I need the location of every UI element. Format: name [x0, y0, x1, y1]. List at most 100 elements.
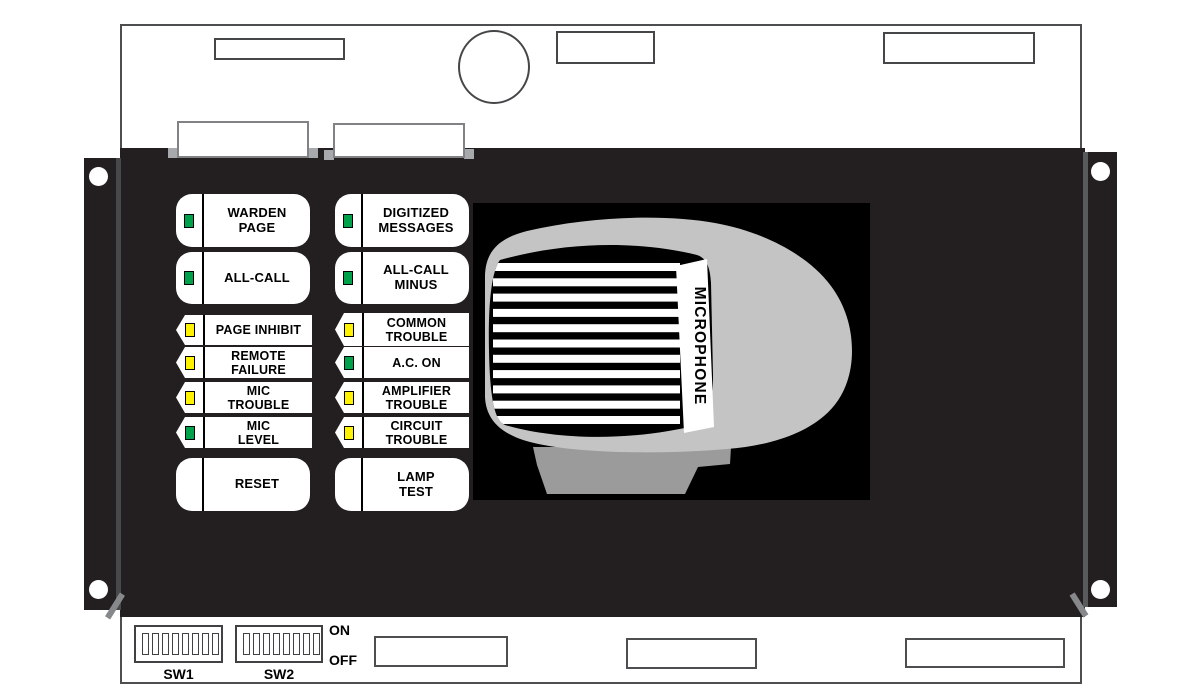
indicator-ac-on: A.C. ON	[335, 347, 469, 378]
button-label: DIGITIZED MESSAGES	[361, 194, 469, 247]
dip-switch-sw2[interactable]	[235, 625, 323, 663]
led-zone	[176, 194, 202, 247]
led-zone	[335, 194, 361, 247]
led-zone	[176, 315, 203, 345]
connector-tab-1	[177, 121, 309, 158]
dip-toggle[interactable]	[182, 633, 189, 655]
dip-toggle[interactable]	[253, 633, 260, 655]
indicator-label: A.C. ON	[362, 347, 469, 378]
button-all-call[interactable]: ALL-CALL	[176, 252, 310, 304]
cutout-rect-bottom-1	[374, 636, 508, 667]
button-label: RESET	[202, 458, 310, 511]
mounting-hole	[1091, 162, 1110, 181]
button-label: ALL-CALL	[202, 252, 310, 304]
yellow-led-icon	[343, 390, 354, 405]
dip-toggle[interactable]	[243, 633, 250, 655]
dip-toggle[interactable]	[162, 633, 169, 655]
green-led-icon	[343, 271, 353, 285]
sw2-label: SW2	[263, 666, 295, 682]
on-label: ON	[329, 622, 350, 638]
sw1-label: SW1	[163, 666, 194, 682]
button-warden-page[interactable]: WARDEN PAGE	[176, 194, 310, 247]
indicator-label: REMOTE FAILURE	[203, 347, 312, 378]
microphone-label: MICROPHONE	[691, 287, 708, 406]
yellow-led-icon	[184, 323, 195, 337]
dip-toggle[interactable]	[192, 633, 199, 655]
dip-toggle[interactable]	[263, 633, 270, 655]
dip-toggle[interactable]	[293, 633, 300, 655]
indicator-circuit-trouble: CIRCUIT TROUBLE	[335, 417, 469, 448]
circle-knockout	[458, 30, 530, 104]
mic-base	[533, 447, 731, 494]
dip-toggle[interactable]	[303, 633, 310, 655]
indicator-label: COMMON TROUBLE	[362, 313, 469, 346]
grille-stripes	[493, 263, 680, 424]
button-label: LAMP TEST	[361, 458, 469, 511]
mounting-hole	[89, 167, 108, 186]
tab-foot	[168, 148, 178, 158]
indicator-label: MIC TROUBLE	[203, 382, 312, 413]
dip-toggle[interactable]	[212, 633, 219, 655]
connector-tab-2	[333, 123, 465, 158]
button-label: ALL-CALL MINUS	[361, 252, 469, 304]
led-zone	[335, 382, 362, 413]
dip-toggle[interactable]	[172, 633, 179, 655]
green-led-icon	[343, 213, 353, 228]
indicator-label: PAGE INHIBIT	[203, 315, 312, 345]
button-reset[interactable]: RESET	[176, 458, 310, 511]
indicator-common-trouble: COMMON TROUBLE	[335, 313, 469, 346]
button-lamp-test[interactable]: LAMP TEST	[335, 458, 469, 511]
button-label: WARDEN PAGE	[202, 194, 310, 247]
button-all-call-minus[interactable]: ALL-CALL MINUS	[335, 252, 469, 304]
dip-toggle[interactable]	[152, 633, 159, 655]
yellow-led-icon	[343, 425, 354, 440]
led-zone	[176, 382, 203, 413]
dip-toggle[interactable]	[313, 633, 320, 655]
cutout-rect-top-left	[214, 38, 345, 60]
led-zone	[335, 347, 362, 378]
green-led-icon	[343, 355, 354, 370]
mounting-hole	[1091, 580, 1110, 599]
led-zone	[335, 252, 361, 304]
led-zone	[335, 313, 362, 346]
dip-toggle[interactable]	[202, 633, 209, 655]
cutout-rect-top-middle	[556, 31, 655, 64]
tab-foot	[308, 148, 318, 158]
green-led-icon	[184, 271, 194, 285]
dip-switch-sw1[interactable]	[134, 625, 223, 663]
mic-label-band	[676, 259, 714, 433]
dip-toggle[interactable]	[142, 633, 149, 655]
panel-seam-right	[1083, 152, 1088, 607]
green-led-icon	[184, 425, 195, 440]
led-zone	[176, 252, 202, 304]
mounting-ear-left	[84, 158, 120, 610]
microphone-drawing: MICROPHONE	[485, 217, 852, 494]
yellow-led-icon	[184, 355, 195, 370]
microphone-illustration: MICROPHONE	[473, 203, 870, 500]
indicator-remote-failure: REMOTE FAILURE	[176, 347, 312, 378]
green-led-icon	[184, 213, 194, 228]
cutout-rect-bottom-2	[626, 638, 757, 669]
indicator-label: AMPLIFIER TROUBLE	[362, 382, 469, 413]
yellow-led-icon	[184, 390, 195, 405]
button-digitized-messages[interactable]: DIGITIZED MESSAGES	[335, 194, 469, 247]
led-zone	[176, 458, 202, 511]
indicator-mic-level: MIC LEVEL	[176, 417, 312, 448]
tab-foot	[324, 150, 334, 160]
indicator-label: CIRCUIT TROUBLE	[362, 417, 469, 448]
dip-toggle[interactable]	[273, 633, 280, 655]
panel-seam-left	[116, 158, 121, 610]
indicator-page-inhibit: PAGE INHIBIT	[176, 315, 312, 345]
indicator-mic-trouble: MIC TROUBLE	[176, 382, 312, 413]
off-label: OFF	[329, 652, 357, 668]
cutout-rect-bottom-3	[905, 638, 1065, 668]
indicator-amplifier-trouble: AMPLIFIER TROUBLE	[335, 382, 469, 413]
led-zone	[176, 417, 203, 448]
led-zone	[176, 347, 203, 378]
yellow-led-icon	[343, 322, 354, 337]
cutout-rect-top-right	[883, 32, 1035, 64]
led-zone	[335, 458, 361, 511]
dip-toggle[interactable]	[283, 633, 290, 655]
indicator-label: MIC LEVEL	[203, 417, 312, 448]
